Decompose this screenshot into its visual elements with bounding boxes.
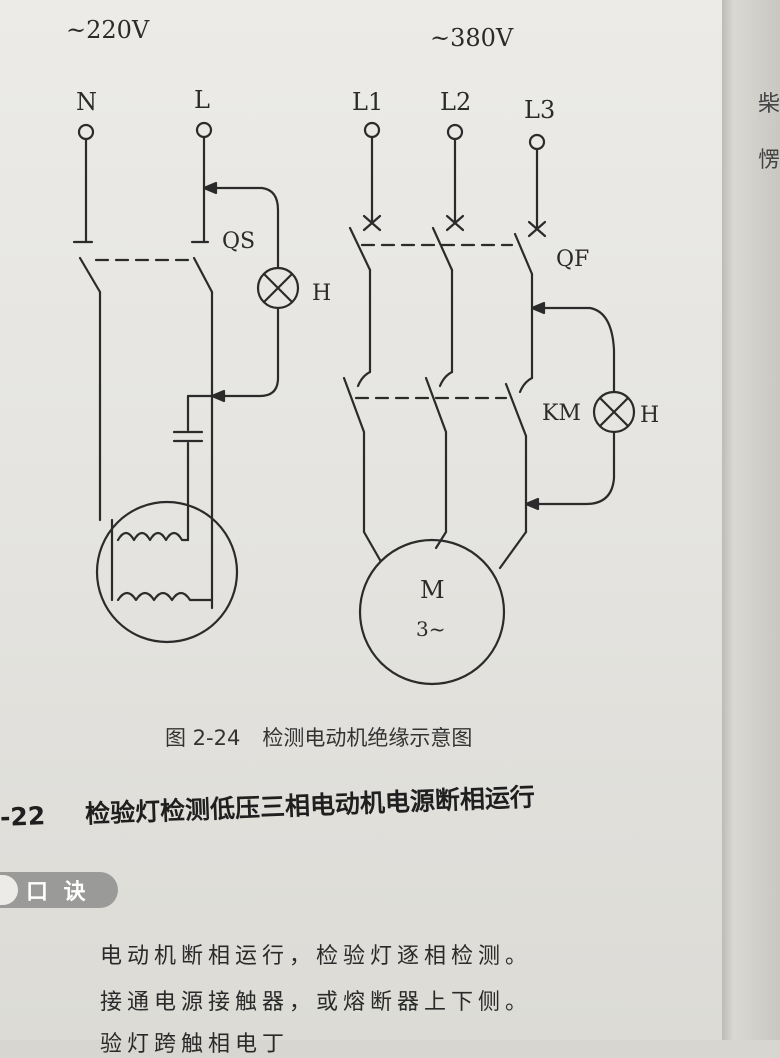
single-phase-motor [95, 500, 239, 644]
terminal-l1 [363, 121, 381, 139]
qf-pole-1 [348, 226, 372, 272]
terminal-l2 [446, 123, 464, 141]
side-text: 愣 [758, 148, 780, 173]
km-pole-1 [342, 376, 366, 434]
terminal-l-label: L [194, 86, 210, 114]
terminal-l3-label: L3 [524, 96, 555, 124]
figure-caption: 图 2-24 检测电动机绝缘示意图 [165, 722, 472, 752]
mnemonic-tag: 口 诀 [0, 872, 118, 908]
qs-blade-n [78, 256, 102, 294]
qf-pole-3 [513, 232, 534, 276]
motor-phase-label: 3~ [416, 617, 445, 641]
motor-m-label: M [420, 576, 445, 604]
verse-line: 接通电源接触器，或熔断器上下侧。 [100, 990, 533, 1015]
terminal-l [195, 121, 213, 139]
voltage-220-label: ~220V [66, 16, 150, 44]
qs-blade-l [192, 256, 214, 294]
section-number: -22 [0, 801, 46, 832]
voltage-380-label: ~380V [430, 24, 514, 52]
figure-number: 图 2-24 [165, 726, 241, 750]
terminal-l1-label: L1 [352, 88, 383, 116]
lamp-h-right-label: H [640, 403, 659, 428]
qs-label: QS [222, 229, 255, 254]
km-pole-3 [504, 382, 528, 438]
terminal-n-label: N [76, 88, 97, 116]
figure-title: 检测电动机绝缘示意图 [262, 726, 473, 750]
page-edge [722, 0, 780, 1040]
three-phase-motor [358, 538, 506, 686]
terminal-n [77, 123, 95, 141]
terminal-l2-label: L2 [440, 88, 471, 116]
tag-tab-icon [0, 875, 18, 905]
mnemonic-tag-label: 口 诀 [26, 880, 90, 905]
km-label: KM [542, 401, 581, 426]
qf-label: QF [556, 247, 589, 272]
qf-pole-2 [431, 226, 454, 272]
lamp-h-left-label: H [312, 281, 331, 306]
verse-line: 验灯跨触相电丁 [100, 1032, 290, 1057]
km-pole-2 [424, 376, 448, 434]
terminal-l3 [528, 133, 546, 151]
verse-line: 电动机断相运行，检验灯逐相检测。 [100, 944, 533, 969]
circuit-diagram: ~220V N L QS H ~380V L1 L2 L3 QF KM H M … [66, 16, 659, 686]
side-text: 柴 [758, 92, 780, 117]
